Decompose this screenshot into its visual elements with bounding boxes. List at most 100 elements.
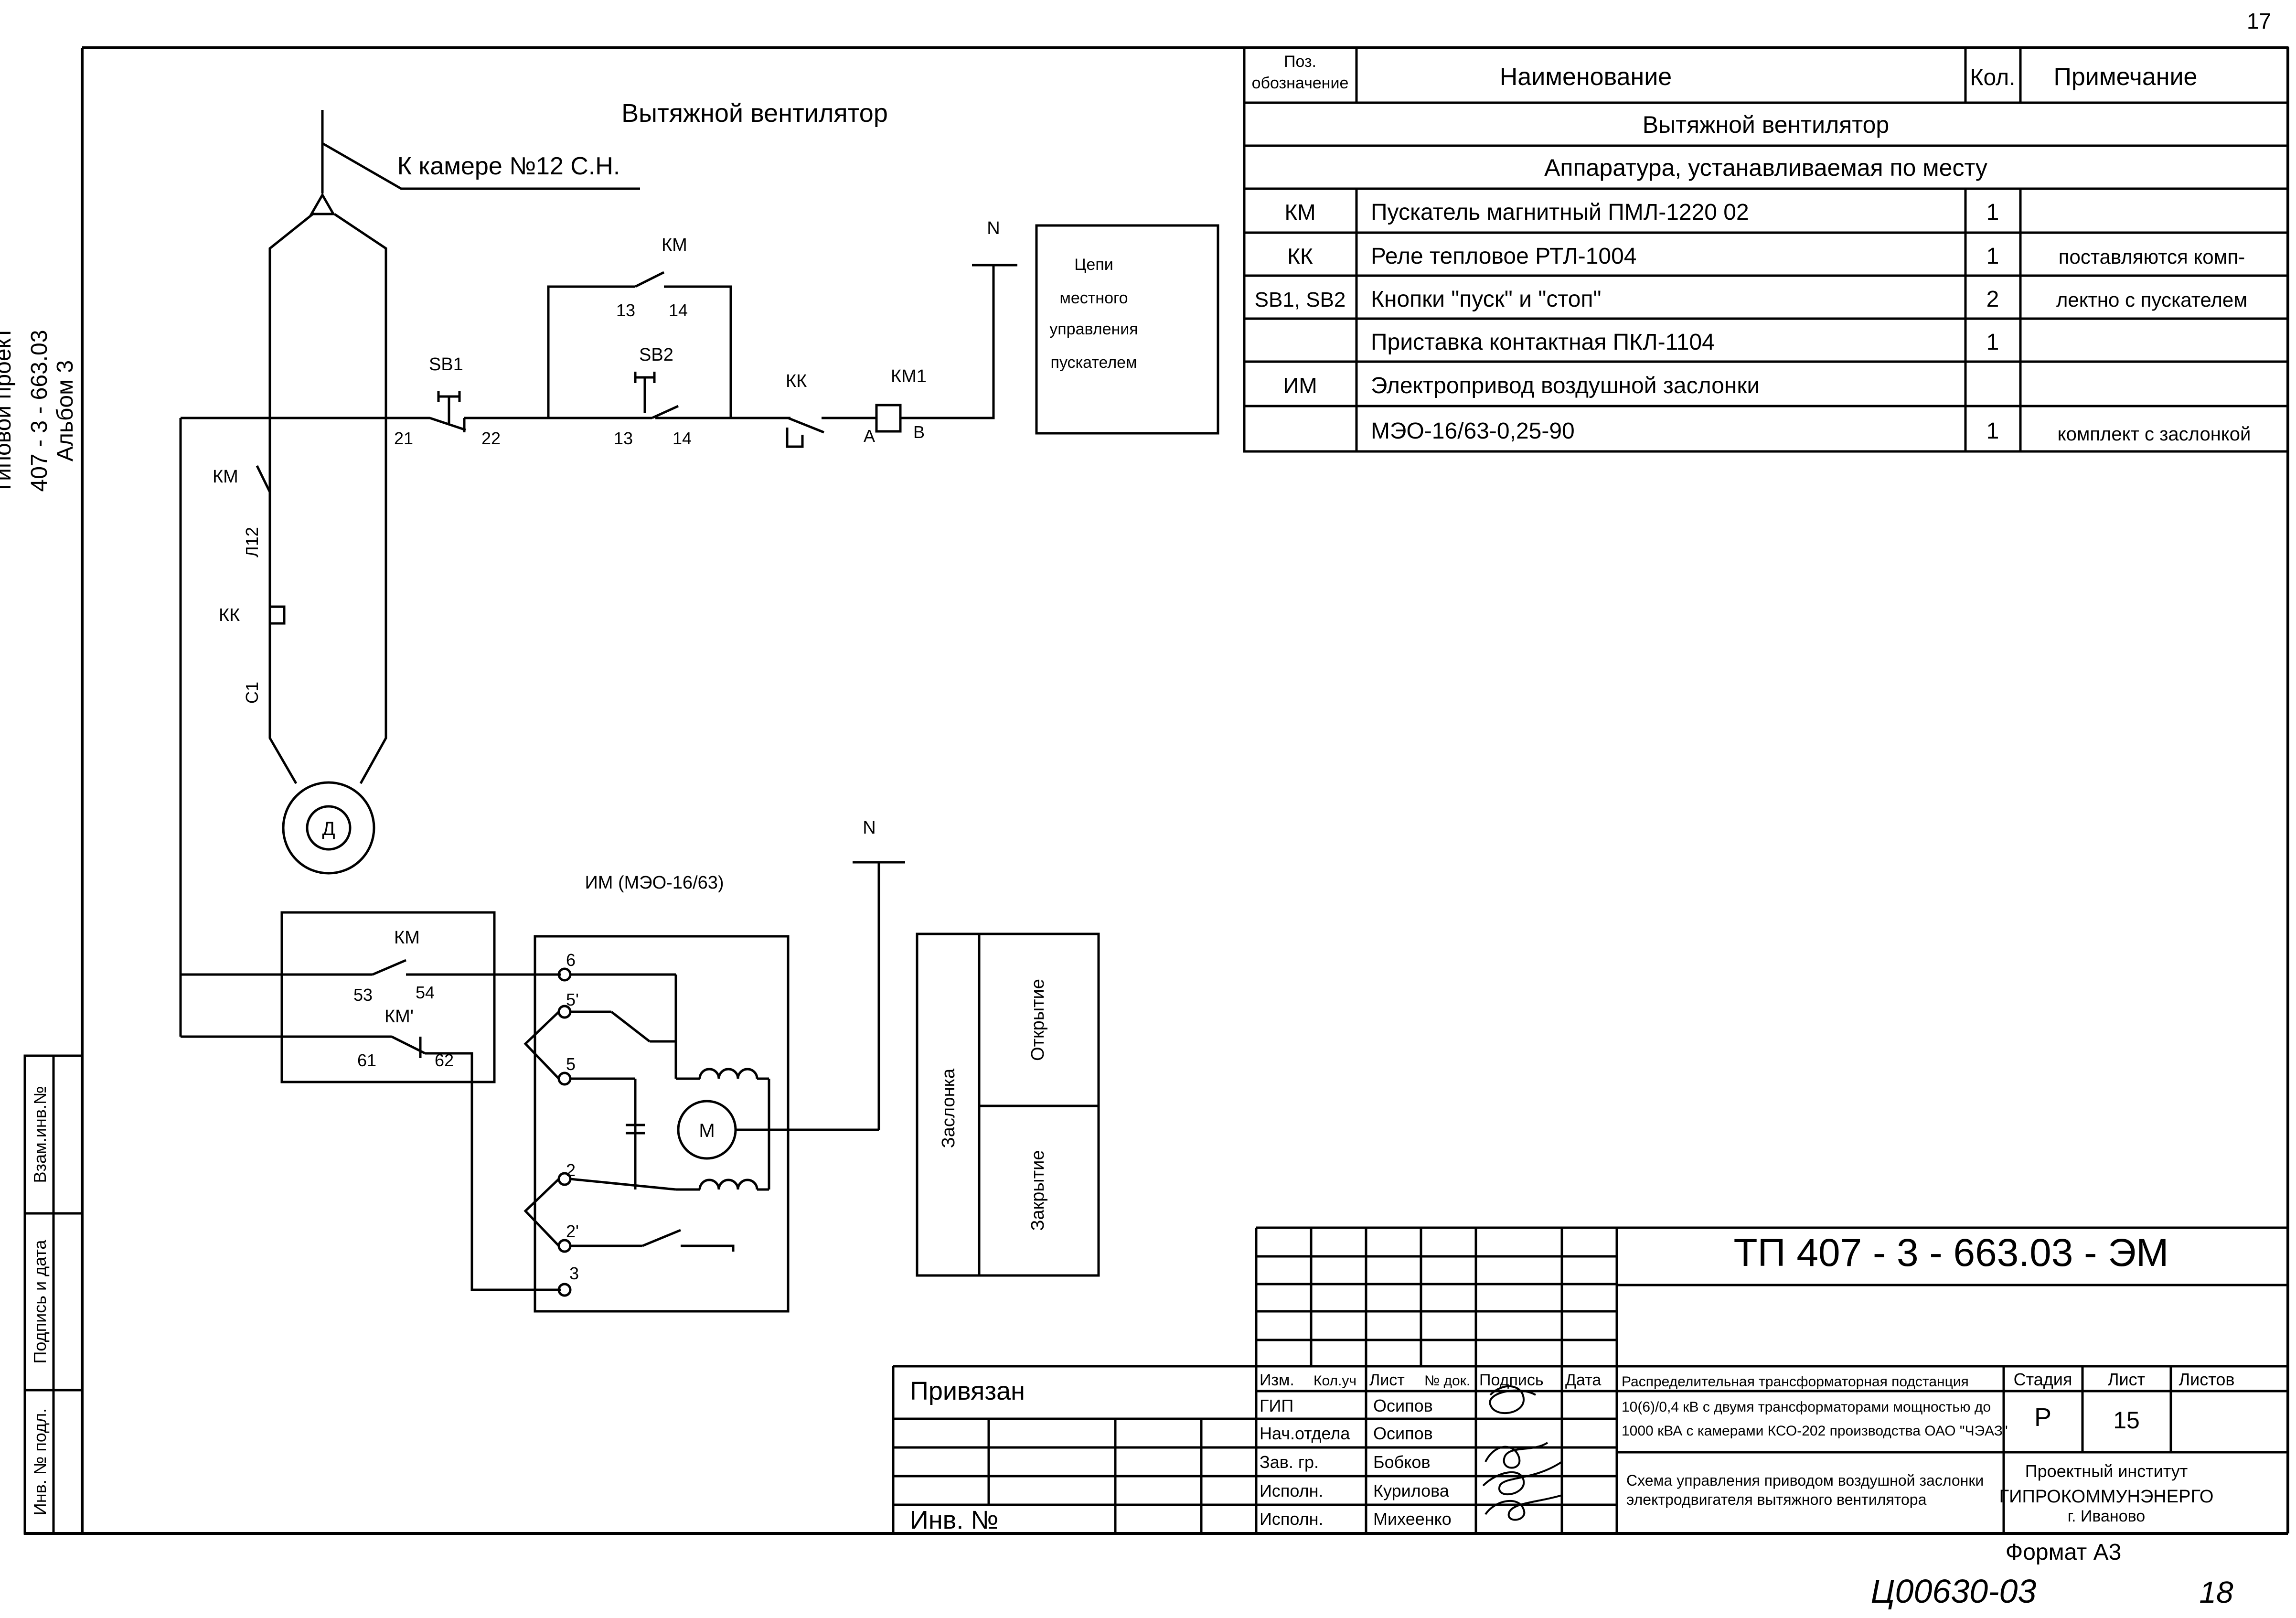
label-km-top: КМ bbox=[662, 235, 687, 255]
project-desc-line3: 1000 кВА с камерами КСО-202 производства… bbox=[1622, 1423, 2008, 1439]
tb-role: Зав. гр. bbox=[1260, 1452, 1319, 1472]
spec-header-pos-1: Поз. bbox=[1284, 53, 1316, 71]
damper-open: Открытие bbox=[1028, 979, 1048, 1061]
label-im-title: ИМ (МЭО-16/63) bbox=[585, 873, 724, 893]
spec-row: МЭО-16/63-0,25-90 1 комплект с заслонкой bbox=[1371, 418, 2251, 445]
sheet-desc-line1: Схема управления приводом воздушной засл… bbox=[1626, 1472, 1984, 1489]
schematic: Вытяжной вентилятор К камере №12 С.Н. bbox=[179, 99, 1219, 1313]
tb-role: ГИП bbox=[1260, 1396, 1293, 1415]
tb-person-row: Нач.отдела Осипов bbox=[1260, 1424, 1433, 1443]
fan-motor-symbol bbox=[282, 781, 375, 875]
side-project-line1: Типовой проект bbox=[0, 328, 16, 494]
institute-line1: Проектный институт bbox=[2025, 1461, 2188, 1481]
spec-row-name: Реле тепловое РТЛ-1004 bbox=[1371, 244, 1637, 269]
page-number: 17 bbox=[2247, 9, 2271, 33]
tb-person-row: Исполн. Курилова bbox=[1260, 1481, 1450, 1500]
spec-row: КМ Пускатель магнитный ПМЛ-1220 02 1 bbox=[1284, 200, 1999, 225]
spec-section-title: Вытяжной вентилятор bbox=[1643, 111, 1889, 138]
label-b13: 13 bbox=[614, 429, 633, 448]
wiring bbox=[179, 110, 1219, 1313]
spec-row: SB1, SB2 Кнопки "пуск" и "стоп" 2 лектно… bbox=[1255, 287, 2248, 312]
spec-header-note: Примечание bbox=[2054, 63, 2198, 91]
doc-code: ТП 407 - 3 - 663.03 - ЭМ bbox=[1734, 1231, 2169, 1275]
spec-row: КК Реле тепловое РТЛ-1004 1 поставляются… bbox=[1287, 244, 2245, 269]
spec-row-note: комплект с заслонкой bbox=[2058, 424, 2251, 445]
signatures bbox=[1482, 1385, 1563, 1521]
side-podpis-data: Подпись и дата bbox=[30, 1240, 50, 1364]
label-n-bottom: N bbox=[863, 818, 876, 838]
format-label: Формат А3 bbox=[2006, 1540, 2122, 1565]
label-im-motor: М bbox=[699, 1120, 715, 1141]
side-vzam-inv: Взам.инв.№ bbox=[30, 1086, 50, 1183]
list-value: 15 bbox=[2113, 1407, 2140, 1434]
spec-row-pos: КМ bbox=[1284, 200, 1315, 225]
label-tb2: 2 bbox=[566, 1160, 576, 1180]
spec-row-pos: ИМ bbox=[1283, 373, 1317, 398]
label-c54: 54 bbox=[416, 983, 435, 1002]
title-block: ТП 407 - 3 - 663.03 - ЭМ Привязан Инв. №… bbox=[892, 1226, 2288, 1534]
actuator-box bbox=[534, 935, 790, 1313]
camera-note: К камере №12 С.Н. bbox=[397, 152, 620, 180]
label-t14: 14 bbox=[669, 300, 688, 320]
listov-label: Листов bbox=[2179, 1370, 2235, 1389]
institute-line3: г. Иваново bbox=[2068, 1507, 2145, 1525]
spec-row-qty: 1 bbox=[1986, 200, 1999, 225]
spec-row-name: Кнопки "пуск" и "стоп" bbox=[1371, 287, 1602, 312]
tb-person-name: Бобков bbox=[1373, 1452, 1431, 1472]
spec-row-note: лектно с пускателем bbox=[2056, 289, 2247, 311]
spec-row-name: Пускатель магнитный ПМЛ-1220 02 bbox=[1371, 200, 1749, 225]
label-tb5p: 5' bbox=[566, 990, 579, 1009]
tb-person-name: Курилова bbox=[1373, 1481, 1450, 1500]
side-project-line3: Альбом 3 bbox=[53, 360, 78, 461]
stadia-value: Р bbox=[2034, 1403, 2051, 1432]
stadia-label: Стадия bbox=[2014, 1370, 2072, 1389]
inv-no-label: Инв. № bbox=[910, 1506, 998, 1534]
damper-label: Заслонка bbox=[939, 1068, 959, 1148]
tb-header-izm: Изм. bbox=[1260, 1371, 1294, 1389]
label-km-left: КМ bbox=[213, 467, 238, 487]
tb-person-name: Михеенко bbox=[1373, 1509, 1452, 1529]
tb-person-row: ГИП Осипов bbox=[1260, 1396, 1433, 1415]
label-sb2: SB2 bbox=[639, 345, 673, 365]
spec-row-qty: 1 bbox=[1986, 418, 1999, 444]
project-desc-line2: 10(6)/0,4 кВ с двумя трансформаторами мо… bbox=[1622, 1399, 1991, 1415]
label-c1: С1 bbox=[242, 682, 262, 704]
spec-row-qty: 2 bbox=[1986, 287, 1999, 312]
label-n22: 22 bbox=[481, 429, 501, 448]
spec-row-name: МЭО-16/63-0,25-90 bbox=[1371, 418, 1575, 444]
handwritten-page: 18 bbox=[2199, 1575, 2233, 1609]
label-km-prime: КМ' bbox=[384, 1007, 414, 1027]
side-inv-podl: Инв. № подл. bbox=[30, 1408, 50, 1515]
spec-row: ИМ Электропривод воздушной заслонки bbox=[1283, 373, 1760, 398]
spec-table: Поз. обозначение Наименование Кол. Приме… bbox=[1243, 46, 2289, 453]
spec-header-qty: Кол. bbox=[1970, 65, 2016, 90]
spec-row-qty: 1 bbox=[1986, 330, 1999, 355]
tb-role: Нач.отдела bbox=[1260, 1424, 1350, 1443]
spec-row-pos: SB1, SB2 bbox=[1255, 288, 1346, 311]
label-motor-d: Д bbox=[322, 818, 335, 839]
label-kk-left: КК bbox=[219, 605, 240, 625]
damper-close: Закрытие bbox=[1028, 1150, 1048, 1231]
tb-header-kolich: Кол.уч bbox=[1314, 1373, 1356, 1389]
spec-row-qty: 1 bbox=[1986, 244, 1999, 269]
spec-row-name: Приставка контактная ПКЛ-1104 bbox=[1371, 330, 1715, 355]
side-project-line2: 407 - 3 - 663.03 bbox=[27, 330, 52, 492]
spec-row-note: поставляются комп- bbox=[2059, 246, 2245, 268]
label-c53: 53 bbox=[353, 985, 373, 1005]
local-control-box bbox=[1035, 224, 1219, 435]
label-c62: 62 bbox=[435, 1050, 454, 1070]
spec-row-name: Электропривод воздушной заслонки bbox=[1371, 373, 1760, 398]
label-n21: 21 bbox=[394, 429, 413, 448]
tb-person-name: Осипов bbox=[1373, 1424, 1433, 1443]
tb-role: Исполн. bbox=[1260, 1481, 1324, 1500]
project-desc-line1: Распределительная трансформаторная подст… bbox=[1622, 1374, 1969, 1390]
label-km1: КМ1 bbox=[891, 366, 927, 386]
tb-role: Исполн. bbox=[1260, 1509, 1324, 1529]
privyazan-label: Привязан bbox=[910, 1377, 1025, 1405]
tb-person-row: Исполн. Михеенко bbox=[1260, 1509, 1452, 1529]
local-box-line1: Цепи bbox=[1074, 256, 1113, 274]
spec-header-name: Наименование bbox=[1500, 63, 1672, 91]
label-tb2p: 2' bbox=[566, 1222, 579, 1241]
label-km-53: КМ bbox=[394, 928, 420, 948]
